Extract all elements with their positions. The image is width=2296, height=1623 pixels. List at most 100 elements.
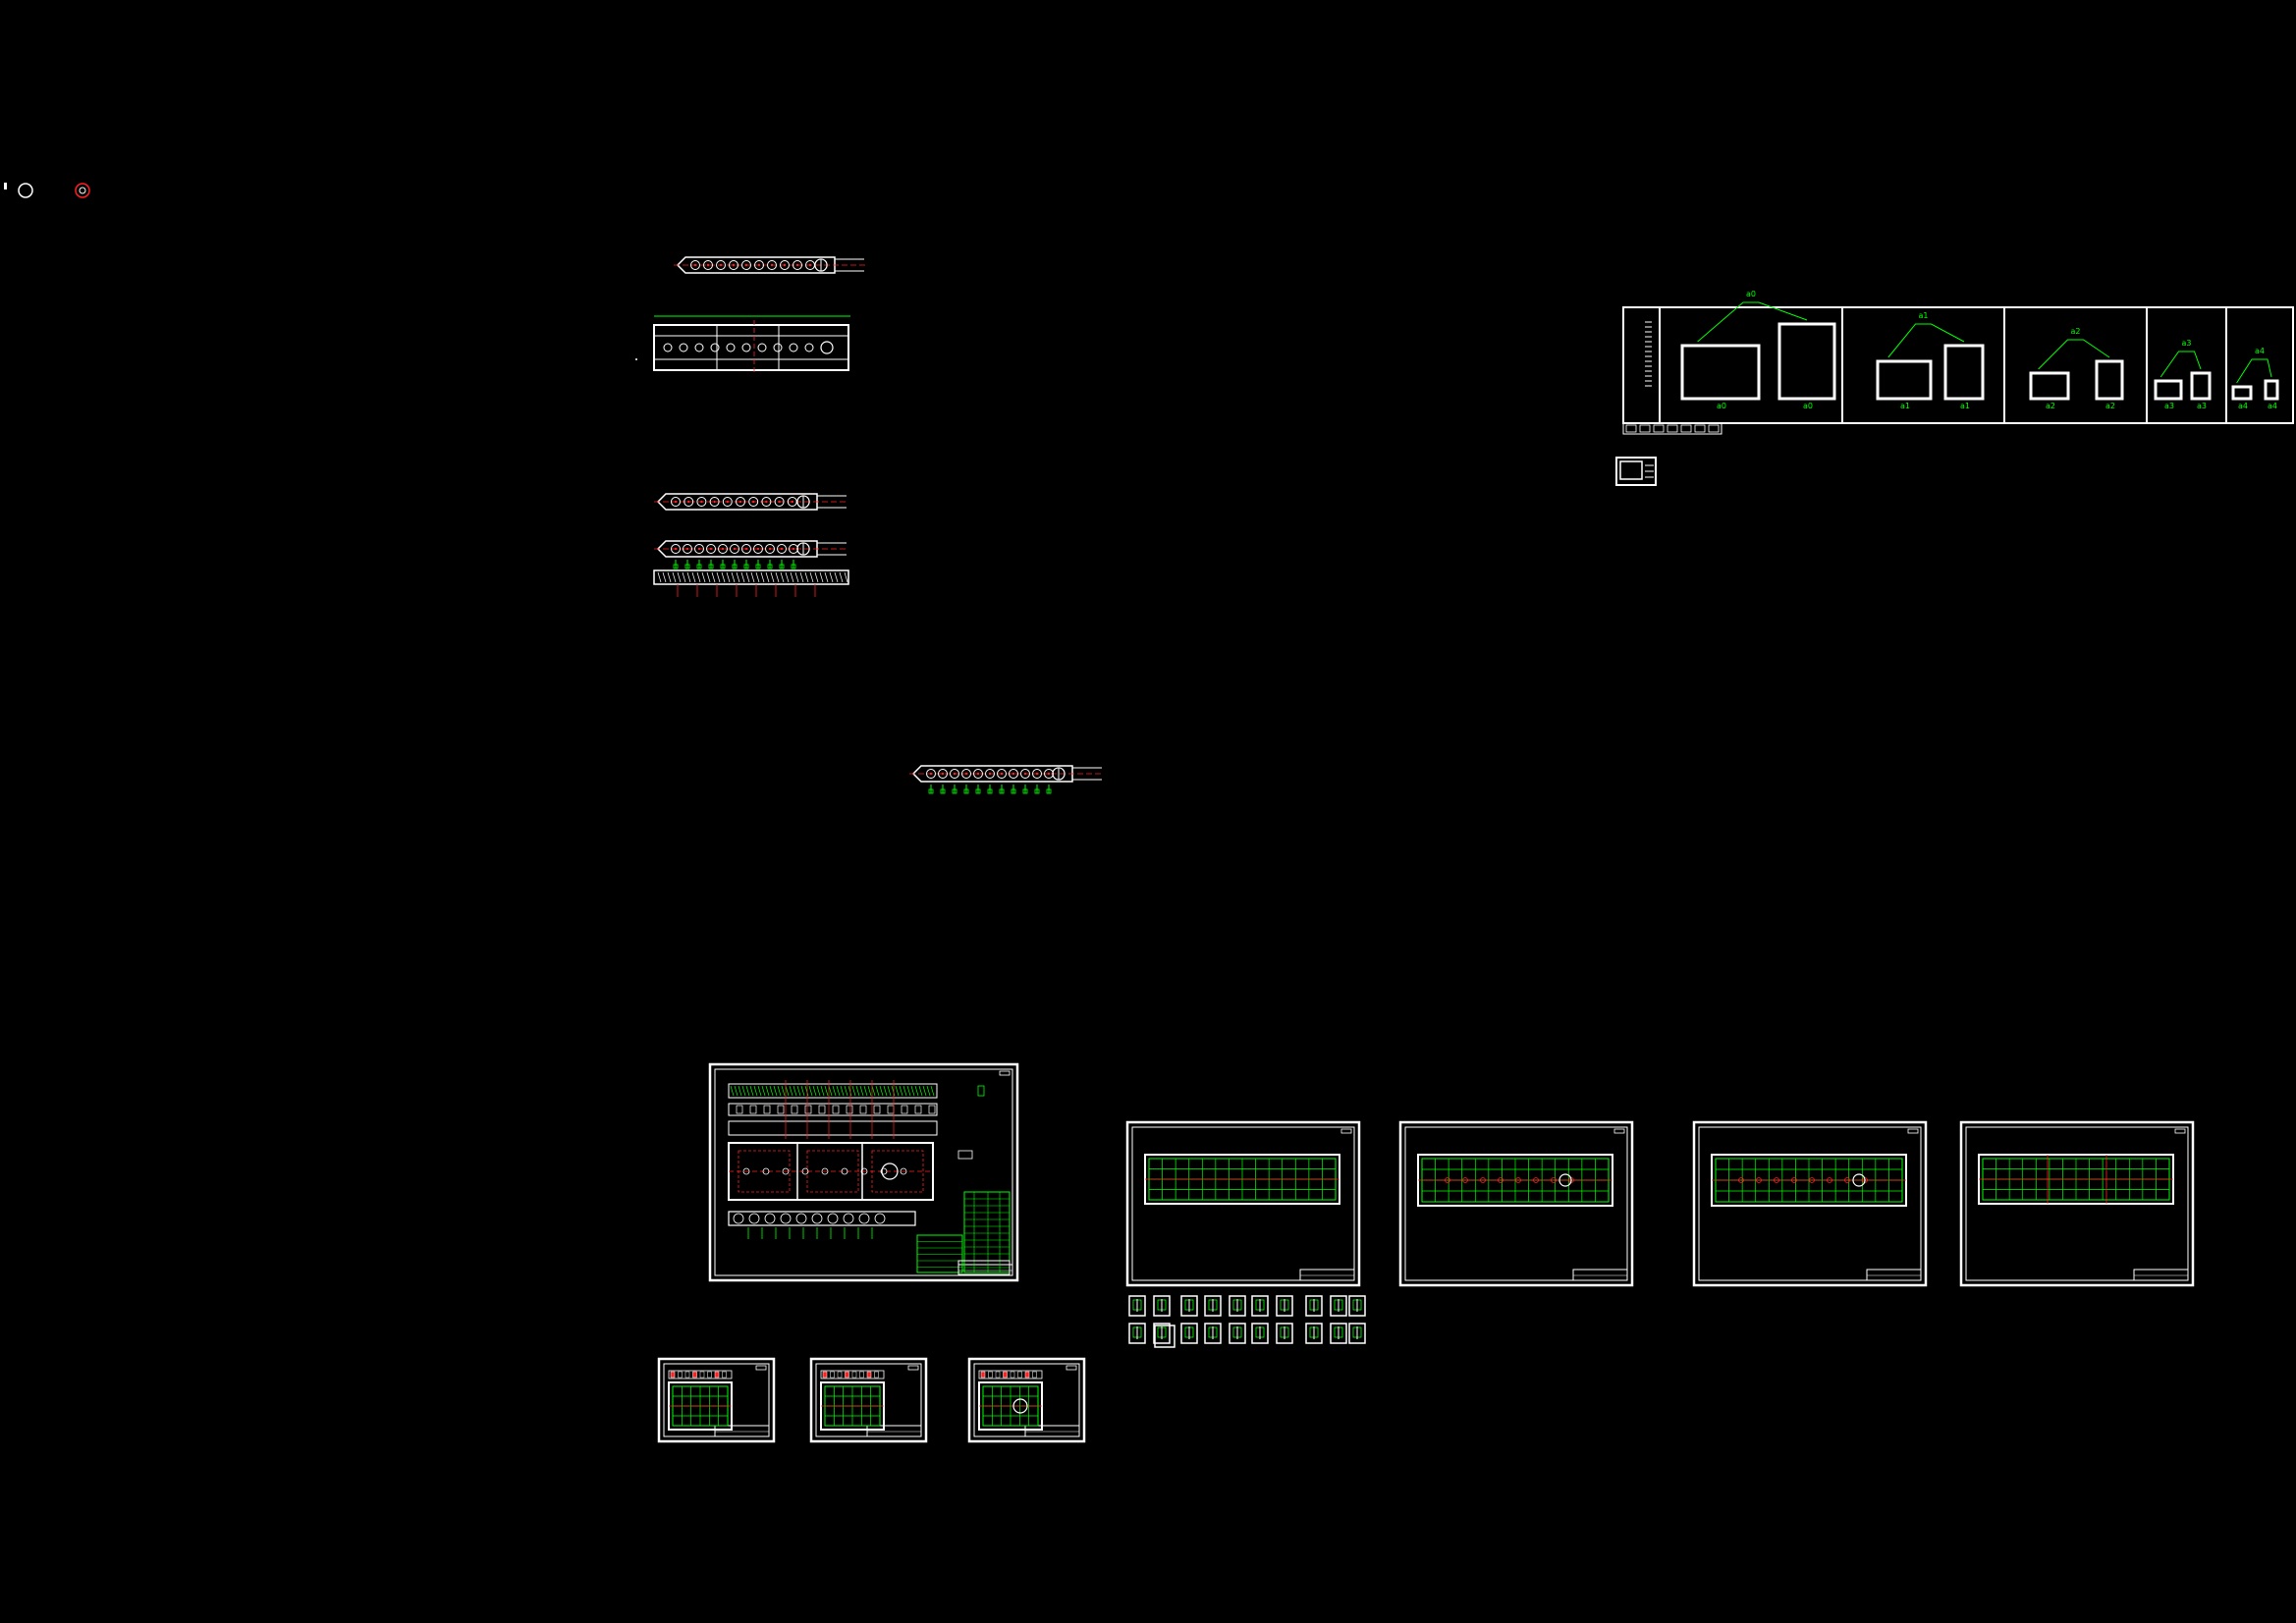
assembly-drawing-sheet[interactable] — [708, 1062, 1019, 1282]
thumbnail-sheet — [1153, 1295, 1171, 1317]
thumbnail-sheet — [1153, 1323, 1171, 1344]
landscape-sheet — [1876, 359, 1933, 401]
hole — [748, 497, 759, 507]
title-block — [1024, 1425, 1080, 1437]
sheet-border — [1398, 1120, 1634, 1287]
sheet-border — [967, 1357, 1086, 1443]
sheet-border — [1125, 1120, 1361, 1287]
leader-line — [1887, 323, 1965, 358]
hole — [694, 343, 704, 352]
thumbnail-sheet — [1305, 1323, 1323, 1344]
hole — [754, 260, 764, 270]
thumbnail-sheets[interactable] — [1128, 1295, 1366, 1348]
legend-size-group — [2029, 339, 2124, 401]
portrait-sheet — [1777, 322, 1836, 401]
thumbnail-sheet — [1348, 1323, 1366, 1344]
title-block — [1572, 1269, 1628, 1281]
hole — [722, 497, 733, 507]
thumbnail-sheet — [1204, 1323, 1222, 1344]
hole — [973, 769, 983, 779]
sheet-border — [809, 1357, 928, 1443]
hole — [671, 544, 681, 554]
thumbnail-sheet — [1330, 1323, 1347, 1344]
hole — [679, 343, 688, 352]
landscape-sheet — [2154, 379, 2183, 401]
landscape-sheet — [2231, 385, 2253, 401]
hole — [729, 260, 738, 270]
thumbnail-sheet — [1128, 1295, 1146, 1317]
thumbnail-sheet — [1154, 1325, 1175, 1348]
portrait-sheet — [2095, 359, 2124, 401]
hole — [767, 260, 777, 270]
hole — [793, 260, 802, 270]
landscape-sheet — [2029, 371, 2070, 401]
hole — [804, 343, 814, 352]
hole — [726, 343, 736, 352]
hole — [753, 544, 763, 554]
part-strip — [674, 256, 866, 274]
legend-size-group — [1876, 323, 1985, 401]
title-block — [866, 1425, 922, 1437]
portrait-sheet — [2264, 379, 2279, 401]
part-drawing-sheets[interactable] — [1125, 1120, 2195, 1287]
hole — [780, 260, 790, 270]
detail-sheet — [657, 1357, 776, 1443]
part-strip — [909, 765, 1104, 794]
hole — [736, 497, 745, 507]
legend-size-group — [1680, 301, 1836, 401]
hole — [741, 343, 751, 352]
hole — [690, 260, 700, 270]
hole — [716, 260, 726, 270]
hole — [663, 343, 673, 352]
sheet-border — [657, 1357, 776, 1443]
hole — [777, 544, 787, 554]
hole — [730, 544, 739, 554]
hole — [718, 544, 728, 554]
portrait-sheet — [2190, 371, 2212, 401]
thumbnail-sheet — [1251, 1295, 1269, 1317]
sheet-size-legend — [1622, 301, 2294, 435]
thumbnail-sheet — [1251, 1323, 1269, 1344]
legend-size-group — [2154, 351, 2212, 401]
leader-line — [2159, 351, 2202, 378]
origin-markers — [4, 183, 90, 198]
detail-drawing-sheets[interactable] — [657, 1357, 1086, 1443]
thumbnail-sheet — [1204, 1295, 1222, 1317]
thumbnail-sheet — [1330, 1295, 1347, 1317]
thumbnail-sheet — [1180, 1295, 1198, 1317]
hole — [683, 497, 694, 507]
thumbnail-sheet — [1276, 1323, 1293, 1344]
hole — [773, 343, 783, 352]
sheet-border — [708, 1062, 1019, 1282]
small-frame-box — [1615, 457, 1657, 486]
hole — [703, 260, 713, 270]
sheet-border — [1959, 1120, 2195, 1287]
detail-sheet — [967, 1357, 1086, 1443]
framed-section-view — [635, 315, 850, 375]
parts-list-table — [963, 1191, 1011, 1273]
thumbnail-sheet — [1305, 1295, 1323, 1317]
thumbnail-sheet — [1276, 1295, 1293, 1317]
hole — [741, 544, 751, 554]
sheet-border — [1692, 1120, 1928, 1287]
hole — [757, 343, 767, 352]
hole — [694, 544, 704, 554]
thumbnail-sheet — [1128, 1323, 1146, 1344]
thumbnail-sheet — [1229, 1323, 1246, 1344]
hole — [997, 769, 1007, 779]
title-block — [957, 1264, 1013, 1276]
hole — [761, 497, 772, 507]
hole — [765, 544, 775, 554]
assembly-sheet — [708, 1062, 1019, 1282]
hole — [1009, 769, 1018, 779]
leader-line — [1697, 301, 1808, 343]
hole — [1032, 769, 1042, 779]
hole — [696, 497, 707, 507]
hole — [787, 497, 797, 507]
hole — [671, 497, 681, 507]
thumbnail-sheet — [1229, 1295, 1246, 1317]
legend-frame — [1622, 306, 2294, 424]
legend-size-group — [2231, 358, 2279, 401]
hole — [985, 769, 995, 779]
